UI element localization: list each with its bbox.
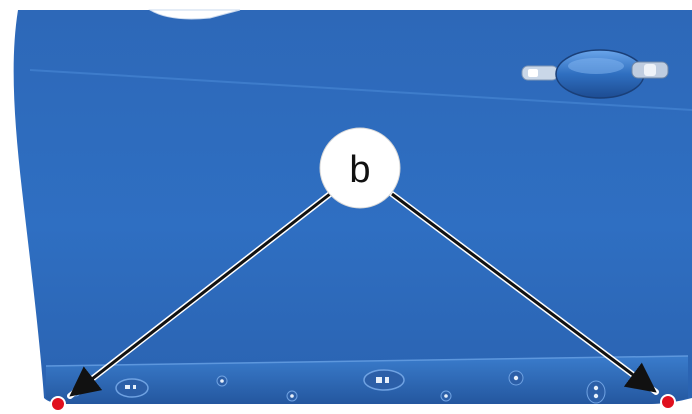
door-handle <box>521 49 669 99</box>
body-crease <box>29 69 692 111</box>
window-edge-highlight <box>148 9 241 20</box>
callout-label: b <box>349 149 370 191</box>
sill-holes <box>71 369 606 404</box>
right-lower-corner-point <box>660 394 676 410</box>
arrow-right-stroke <box>391 192 657 393</box>
sill-edge-line <box>45 355 689 367</box>
arrow-left-stroke <box>69 192 331 397</box>
left-lower-corner-point <box>50 396 66 412</box>
callout-b: b <box>319 127 401 209</box>
